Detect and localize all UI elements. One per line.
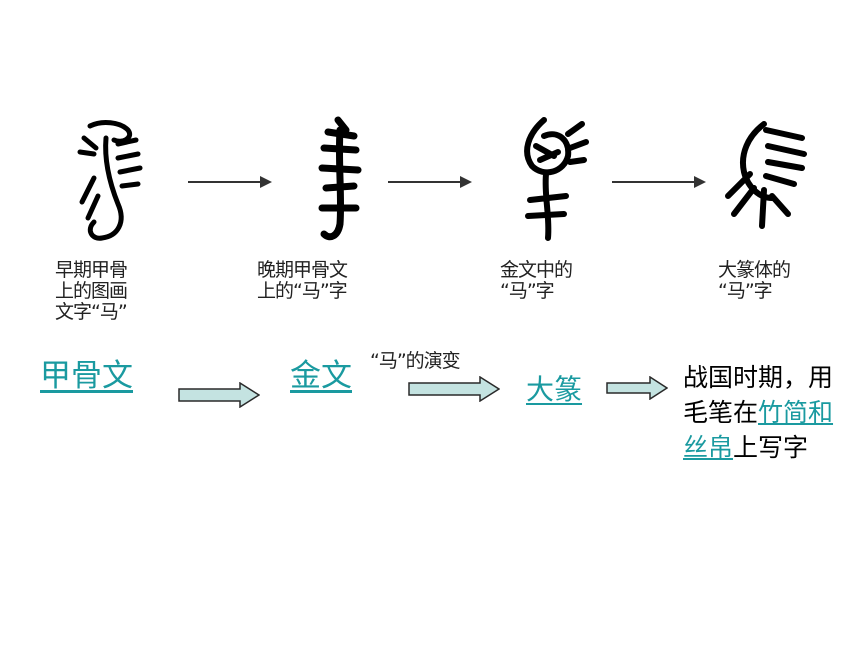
evolution-subtitle: “马”的演变 [370,350,461,372]
block-arrow-1 [178,382,260,408]
link-large-seal[interactable]: 大篆 [526,373,583,406]
warring-states-note: 战国时期，用毛笔在竹简和丝帛上写字 [683,360,843,465]
glyph-bronze-inscription [510,112,590,247]
evolution-arrow-3 [612,176,706,188]
evolution-arrow-2 [388,176,472,188]
block-arrow-3 [606,376,668,400]
link-oracle-bone-script[interactable]: 甲骨文 [40,358,133,394]
glyph-large-seal [720,118,810,233]
caption-late-oracle-bone: 晚期甲骨文 上的“马”字 [257,259,348,302]
link-bamboo-and-silk[interactable]: 竹简和丝帛 [683,398,834,462]
caption-early-oracle-bone: 早期甲骨 上的图画 文字“马” [55,259,128,323]
block-arrow-2 [408,376,500,402]
caption-large-seal: 大篆体的 “马”字 [718,259,791,302]
glyph-early-oracle-bone [72,118,152,248]
note-text-1: 战国时期，用毛笔在 [683,363,834,427]
link-bronze-inscription[interactable]: 金文 [290,358,352,394]
note-text-2: 上写字 [733,433,809,462]
caption-bronze-inscription: 金文中的 “马”字 [500,259,573,302]
glyph-late-oracle-bone [308,112,378,247]
evolution-arrow-1 [188,176,272,188]
